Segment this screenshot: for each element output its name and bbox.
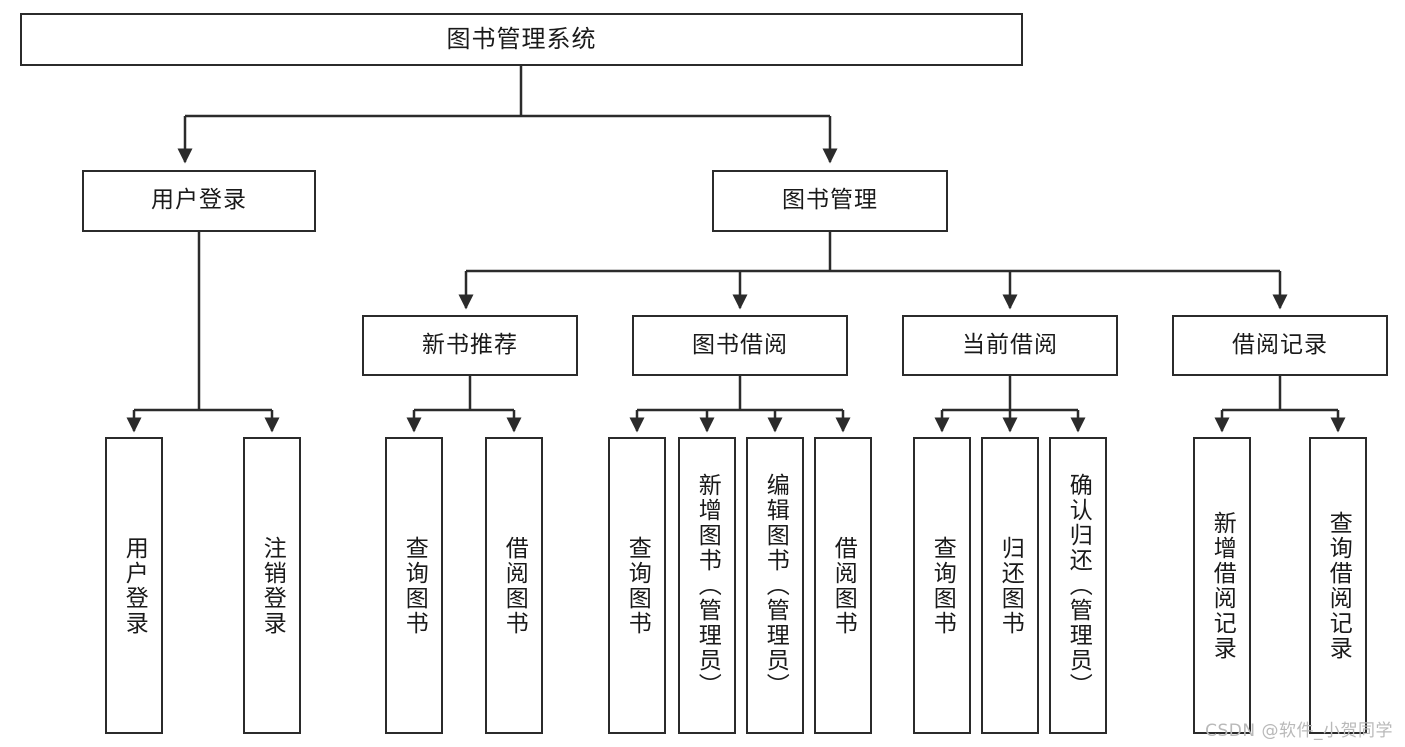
node-label: 用户登录	[121, 535, 148, 636]
node-label: 查询借阅记录	[1325, 510, 1352, 661]
leaf-confirm-return-admin[interactable]: 确认归还（管理员）	[1049, 437, 1107, 734]
watermark-text: CSDN @软件_小贺同学	[1205, 721, 1393, 741]
node-label: 借阅图书	[501, 535, 528, 636]
node-label: 借阅记录	[1232, 331, 1328, 358]
leaf-borrow-books-recommend[interactable]: 借阅图书	[485, 437, 543, 734]
node-label: 图书管理	[782, 187, 878, 214]
leaf-query-books-borrowing[interactable]: 查询图书	[608, 437, 666, 734]
node-book-management[interactable]: 图书管理	[712, 170, 948, 232]
node-label: 查询图书	[624, 535, 651, 636]
leaf-query-books-recommend[interactable]: 查询图书	[385, 437, 443, 734]
node-label: 借阅图书	[830, 535, 857, 636]
node-label: 当前借阅	[962, 331, 1058, 358]
node-label: 图书管理系统	[446, 25, 597, 54]
leaf-borrow-books-borrowing[interactable]: 借阅图书	[814, 437, 872, 734]
node-current-borrowing[interactable]: 当前借阅	[902, 315, 1118, 376]
node-label: 查询图书	[929, 535, 956, 636]
node-user-login[interactable]: 用户登录	[82, 170, 316, 232]
leaf-add-book-admin[interactable]: 新增图书（管理员）	[678, 437, 736, 734]
node-label: 新书推荐	[422, 331, 518, 358]
leaf-query-books-current[interactable]: 查询图书	[913, 437, 971, 734]
node-label: 新增借阅记录	[1209, 510, 1236, 661]
node-root-book-management-system[interactable]: 图书管理系统	[20, 13, 1023, 66]
node-book-borrowing[interactable]: 图书借阅	[632, 315, 848, 376]
node-label: 查询图书	[401, 535, 428, 636]
leaf-query-borrowing-record[interactable]: 查询借阅记录	[1309, 437, 1367, 734]
leaf-add-borrowing-record[interactable]: 新增借阅记录	[1193, 437, 1251, 734]
node-borrowing-records[interactable]: 借阅记录	[1172, 315, 1388, 376]
node-label: 确认归还（管理员）	[1065, 473, 1092, 698]
leaf-edit-book-admin[interactable]: 编辑图书（管理员）	[746, 437, 804, 734]
node-new-book-recommendation[interactable]: 新书推荐	[362, 315, 578, 376]
leaf-return-books[interactable]: 归还图书	[981, 437, 1039, 734]
leaf-logout[interactable]: 注销登录	[243, 437, 301, 734]
node-label: 新增图书（管理员）	[694, 473, 721, 698]
node-label: 注销登录	[259, 535, 286, 636]
node-label: 用户登录	[151, 187, 247, 214]
node-label: 归还图书	[997, 535, 1024, 636]
leaf-user-login[interactable]: 用户登录	[105, 437, 163, 734]
node-label: 图书借阅	[692, 331, 788, 358]
node-label: 编辑图书（管理员）	[762, 473, 789, 698]
